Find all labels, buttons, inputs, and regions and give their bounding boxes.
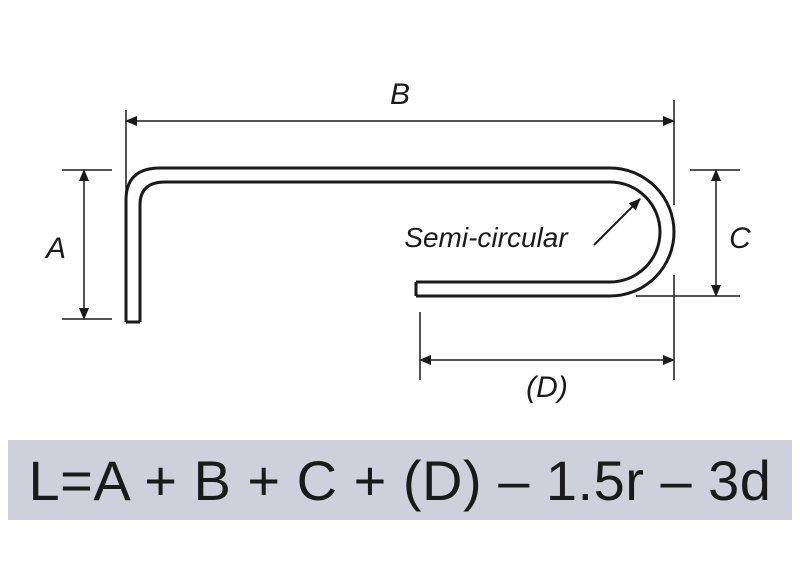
- dimension-d: [419, 275, 675, 380]
- dimension-a: [62, 169, 112, 320]
- semi-circular-leader-arrow: [593, 198, 641, 246]
- bar-inner-edge: [138, 180, 662, 322]
- label-c: C: [729, 222, 751, 255]
- label-d: (D): [526, 371, 568, 404]
- formula-text: L=A + B + C + (D) – 1.5r – 3d: [28, 448, 772, 512]
- dimension-b: [125, 100, 675, 205]
- label-a: A: [44, 232, 66, 265]
- dimension-c: [636, 169, 740, 297]
- bar-outer-edge: [124, 166, 676, 322]
- bent-bar-shape: [124, 166, 676, 324]
- label-b: B: [390, 78, 410, 111]
- label-semi-circular: Semi-circular: [404, 222, 569, 253]
- formula-bar: L=A + B + C + (D) – 1.5r – 3d: [8, 440, 792, 520]
